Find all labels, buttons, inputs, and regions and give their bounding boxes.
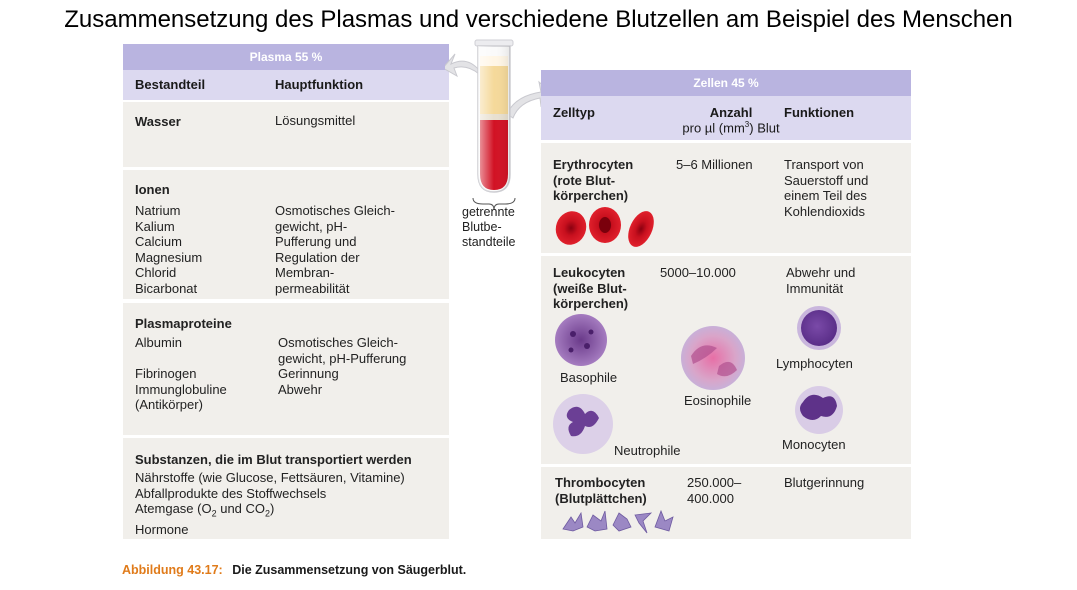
ion-item: Bicarbonat <box>135 280 198 296</box>
leukocytes-function: Abwehr und Immunität <box>786 265 855 296</box>
protein-immunoglobulins: Immunglobuline <box>135 381 227 397</box>
plasma-row-water: Wasser Lösungsmittel <box>123 102 449 167</box>
erythrocytes-count: 5–6 Millionen <box>676 157 753 172</box>
tube-label-line: Blutbe- <box>462 220 502 234</box>
column-component: Bestandteil <box>135 77 206 92</box>
thrombocytes-function: Blutgerinnung <box>784 475 865 490</box>
leukocytes-name-line: Leukocyten <box>553 265 626 280</box>
column-cell-type: Zelltyp <box>553 105 595 120</box>
leukocytes-name-line: körperchen) <box>553 296 629 311</box>
cells-row-leukocytes: Leukocyten (weiße Blut- körperchen) 5000… <box>541 256 911 464</box>
water-function: Lösungsmittel <box>275 113 356 128</box>
substance-item: Abfallprodukte des Stoffwechsels <box>135 485 327 501</box>
substance-item: Nährstoffe (wie Glucose, Fettsäuren, Vit… <box>135 470 405 485</box>
tube-label-line: getrennte <box>462 205 515 219</box>
platelets-image <box>562 509 674 534</box>
red-blood-cells-image <box>555 207 654 247</box>
plasma-row-substances: Substanzen, die im Blut transportiert we… <box>123 438 449 539</box>
thrombocytes-name-line: (Blutplättchen) <box>555 490 647 506</box>
page-title: Zusammensetzung des Plasmas und verschie… <box>64 6 1013 33</box>
column-count: Anzahl <box>709 105 753 120</box>
ion-item: Natrium <box>135 203 181 218</box>
ions-function-line: Osmotisches Gleich- <box>275 203 395 218</box>
thrombocytes-count-line: 400.000 <box>687 490 734 506</box>
erythrocytes-function: Transport von Sauerstoff und einem Teil … <box>784 157 868 219</box>
proteins-heading: Plasmaproteine <box>135 316 232 331</box>
thrombocytes-name: Thrombocyten (Blutplättchen) <box>555 475 647 506</box>
plasma-header: Plasma 55 % <box>123 44 449 70</box>
leukocytes-function-line: Abwehr und <box>786 265 856 280</box>
label-neutrophile: Neutrophile <box>614 443 681 458</box>
substance-item: Hormone <box>135 522 189 538</box>
thrombocytes-count-line: 250.000– <box>687 475 742 490</box>
ion-item: Magnesium <box>135 249 203 265</box>
tube-label-line: standteile <box>462 235 516 249</box>
label-basophile: Basophile <box>560 370 618 385</box>
thrombocytes-name-line: Thrombocyten <box>555 475 646 490</box>
plasma-row-ions: Ionen Natrium Kalium Calcium Magnesium C… <box>123 170 449 299</box>
protein-fibrinogen: Fibrinogen <box>135 366 197 381</box>
test-tube-illustration <box>445 39 554 211</box>
ion-item: Calcium <box>135 234 182 249</box>
substances-list: Nährstoffe (wie Glucose, Fettsäuren, Vit… <box>135 470 405 538</box>
cells-header: Zellen 45 % <box>541 70 911 96</box>
protein-albumin: Albumin <box>135 335 182 350</box>
leukocytes-name: Leukocyten (weiße Blut- körperchen) <box>553 265 628 312</box>
leukocytes-count: 5000–10.000 <box>660 265 736 280</box>
ions-function-line: Pufferung und <box>275 234 357 249</box>
column-functions: Funktionen <box>784 105 855 120</box>
water-name: Wasser <box>135 114 181 129</box>
label-monocyten: Monocyten <box>782 437 846 452</box>
ions-heading: Ionen <box>135 182 170 197</box>
erythrocytes-function-line: Kohlendioxids <box>784 203 865 219</box>
leukocytes-function-line: Immunität <box>786 280 844 296</box>
label-lymphocyten: Lymphocyten <box>776 356 853 371</box>
thrombocytes-count: 250.000– 400.000 <box>687 475 741 506</box>
protein-antibodies: (Antikörper) <box>135 397 203 412</box>
ions-list: Natrium Kalium Calcium Magnesium Chlorid… <box>135 203 202 296</box>
column-function: Hauptfunktion <box>275 77 364 92</box>
ions-function-line: Membran- <box>275 265 335 280</box>
erythrocytes-name: Erythrocyten (rote Blut- körperchen) <box>553 157 633 204</box>
protein-albumin-function: Osmotisches Gleich- gewicht, pH-Pufferun… <box>278 335 406 366</box>
figure-caption: Abbildung 43.17: Die Zusammensetzung von… <box>122 563 466 577</box>
erythrocytes-name-line: (rote Blut- <box>553 172 616 188</box>
tube-label: getrennte Blutbe- standteile <box>462 205 516 250</box>
cells-column-header: Zelltyp Anzahl pro µl (mm3) Blut Funktio… <box>541 96 911 140</box>
arrow-to-plasma-icon <box>445 53 480 78</box>
ion-item: Chlorid <box>135 265 177 280</box>
caption-text: Die Zusammensetzung von Säugerblut. <box>232 563 467 577</box>
label-eosinophile: Eosinophile <box>684 393 752 408</box>
basophile-cell <box>555 314 607 366</box>
substance-item: Atemgase (O2 und CO2) <box>135 501 275 519</box>
caption-label: Abbildung 43.17: <box>122 563 223 577</box>
albumin-function-line: Osmotisches Gleich- <box>278 335 398 350</box>
erythrocytes-function-line: Transport von <box>784 157 864 172</box>
plasma-row-proteins: Plasmaproteine Albumin Osmotisches Gleic… <box>123 303 449 435</box>
eosinophile-cell <box>681 326 745 390</box>
leukocytes-name-line: (weiße Blut- <box>553 280 627 296</box>
protein-fibrinogen-function: Gerinnung <box>278 366 339 381</box>
erythrocytes-name-line: körperchen) <box>553 188 629 203</box>
erythrocytes-function-line: Sauerstoff und <box>784 172 869 188</box>
ions-function-line: permeabilität <box>275 280 350 296</box>
column-count-unit: pro µl (mm3) Blut <box>682 120 780 136</box>
white-blood-cells-image <box>553 306 843 454</box>
ions-function-line: gewicht, pH- <box>275 218 348 234</box>
cells-row-erythrocytes: Erythrocyten (rote Blut- körperchen) 5–6… <box>541 143 911 253</box>
substances-heading: Substanzen, die im Blut transportiert we… <box>135 452 412 467</box>
plasma-column-header: Bestandteil Hauptfunktion <box>123 70 449 100</box>
protein-immunoglobulins-function: Abwehr <box>278 381 323 397</box>
albumin-function-line: gewicht, pH-Pufferung <box>278 350 407 366</box>
erythrocytes-name-line: Erythrocyten <box>553 157 634 172</box>
ion-item: Kalium <box>135 218 175 234</box>
ions-function-line: Regulation der <box>275 249 360 265</box>
ions-function: Osmotisches Gleich- gewicht, pH- Pufferu… <box>275 203 395 296</box>
erythrocytes-function-line: einem Teil des <box>784 188 867 203</box>
cells-row-thrombocytes: Thrombocyten (Blutplättchen) 250.000– 40… <box>541 467 911 539</box>
